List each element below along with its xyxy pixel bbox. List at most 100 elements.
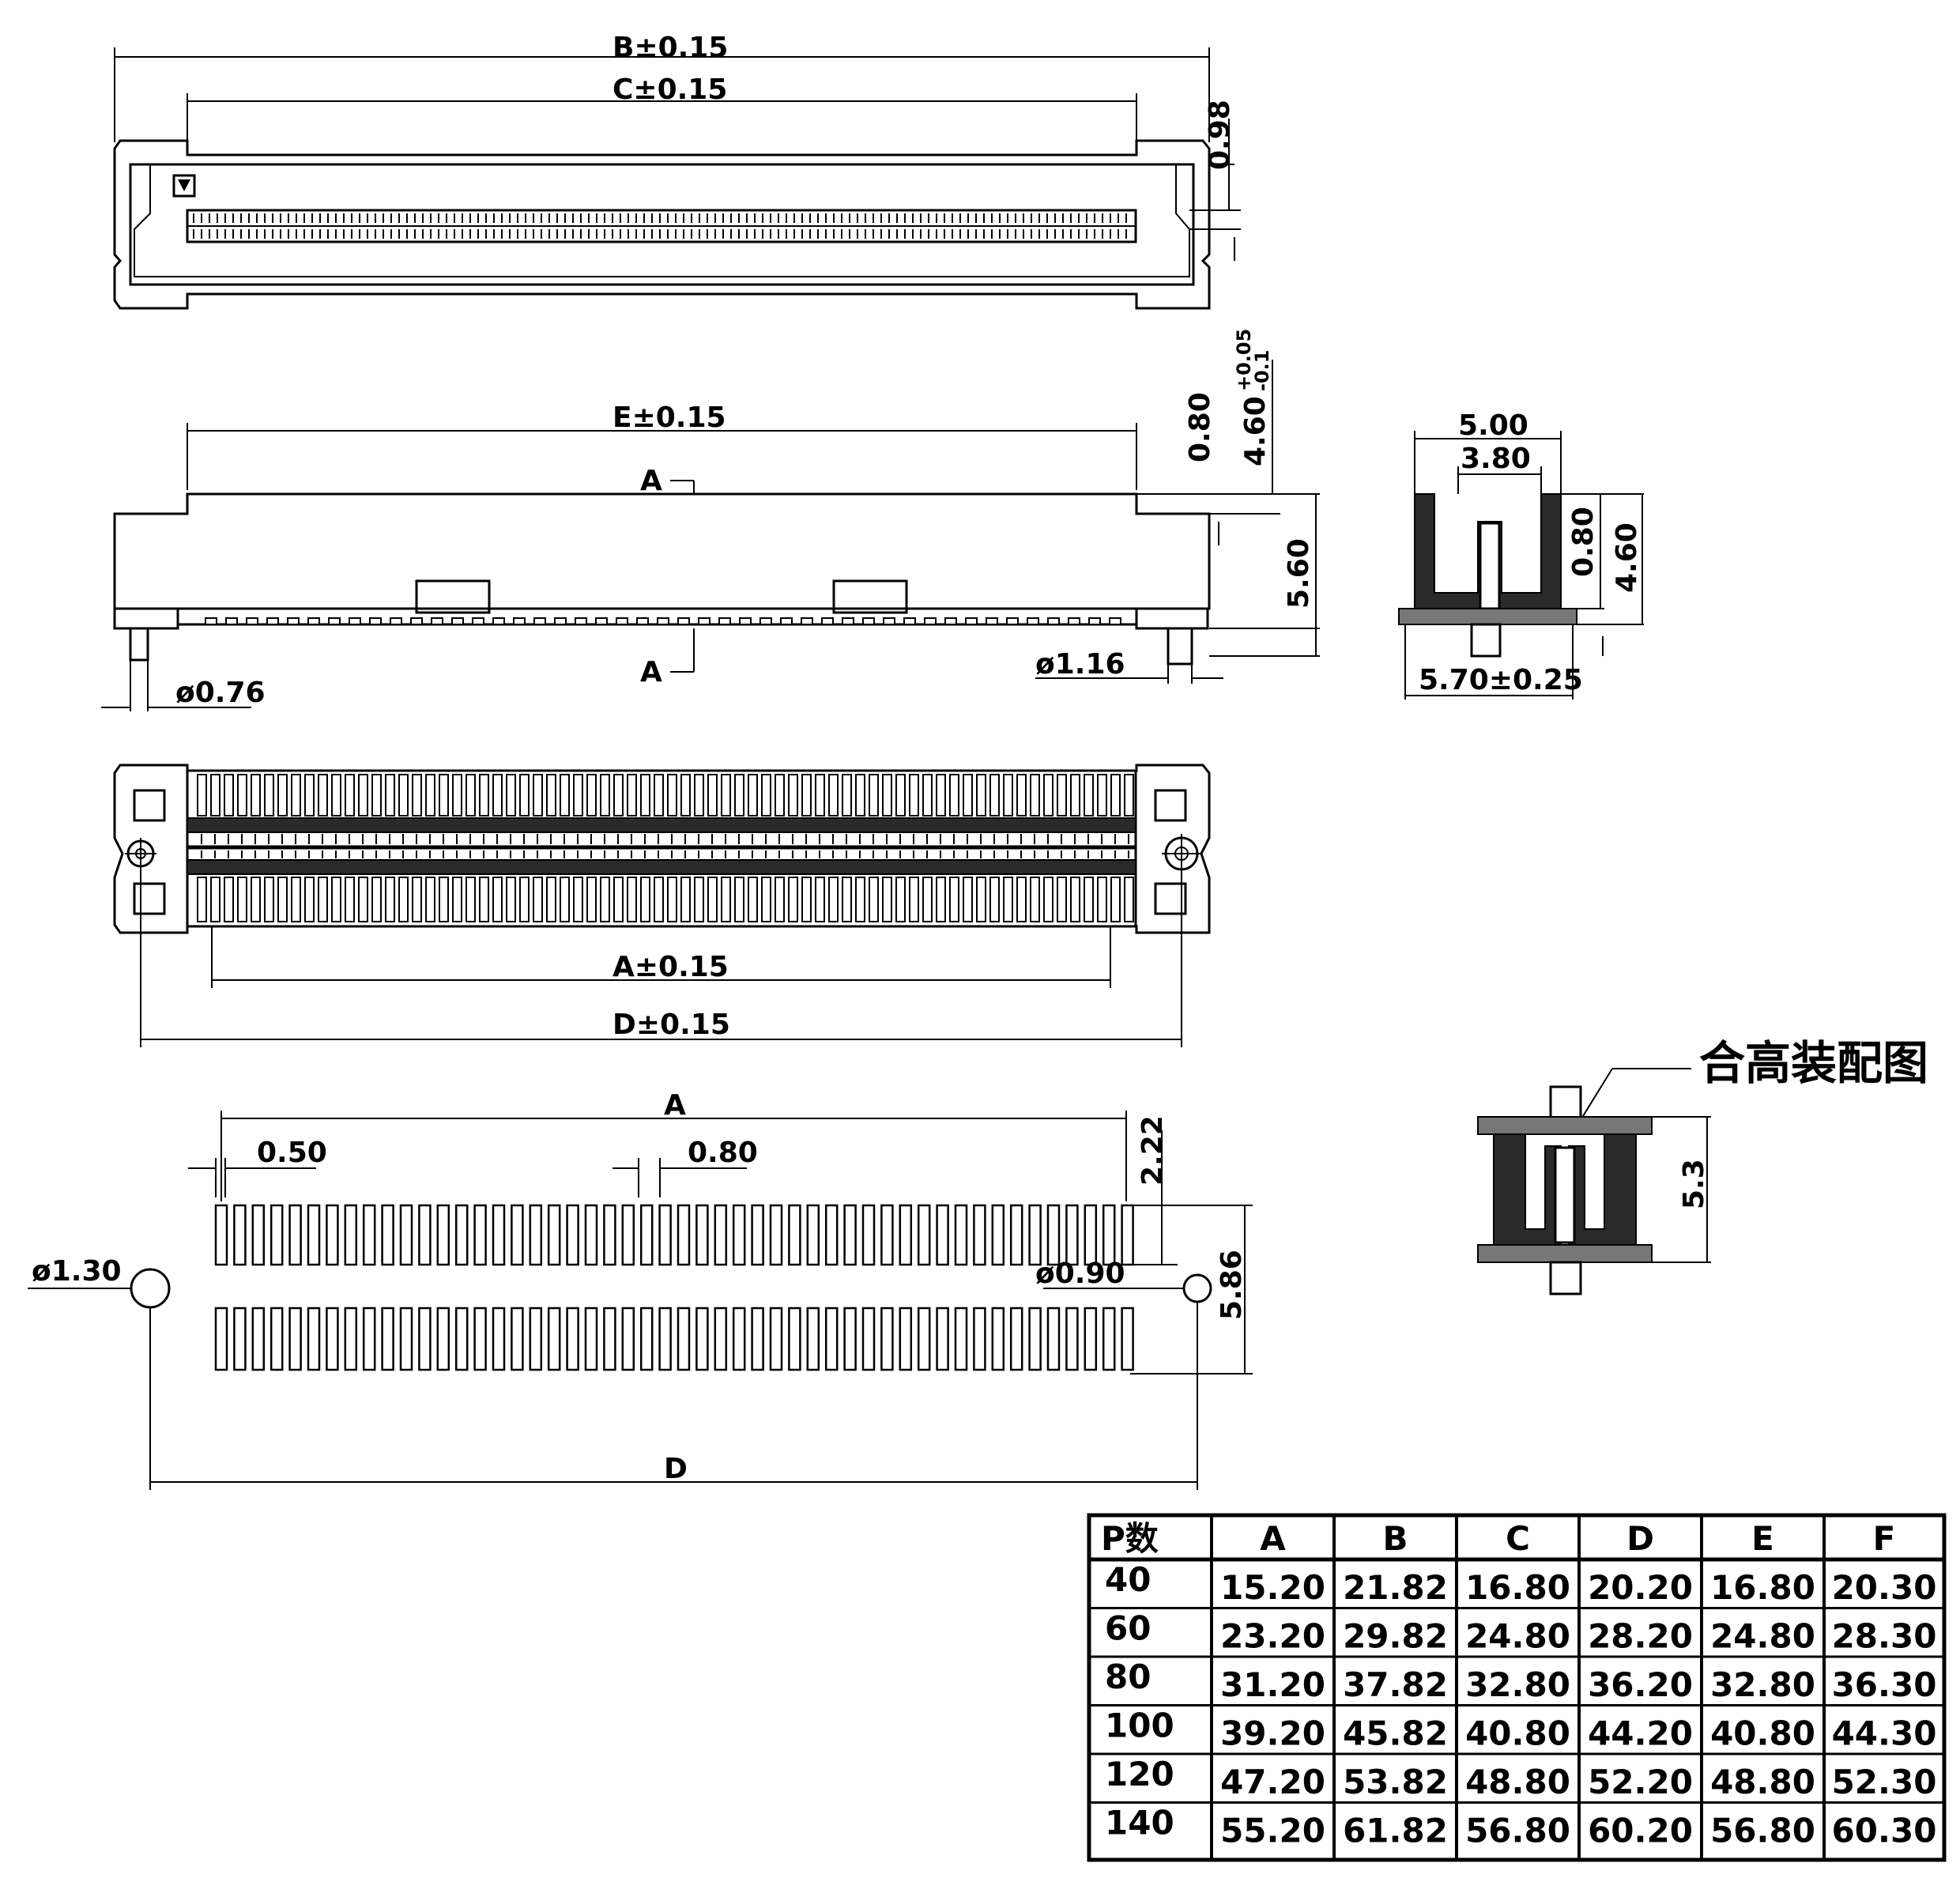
terminal [613,877,624,922]
terminal [1030,877,1040,922]
terminal [828,774,839,816]
terminal-tab [842,617,854,625]
terminal [842,877,852,922]
terminal-tab [698,617,710,625]
pad [566,1307,579,1371]
pad [843,1307,857,1371]
terminal [546,877,556,922]
pad [677,1307,691,1371]
pad [1028,1204,1042,1266]
side-dim-460: 4.60 [1239,396,1272,466]
contact-row-pattern [193,213,1127,239]
table-header-cell: E [1751,1519,1774,1558]
pad [381,1204,394,1266]
table-cell: 20.20 [1588,1568,1693,1607]
terminal [627,877,637,922]
terminal [613,774,624,816]
terminal [976,774,986,816]
terminal [264,774,274,816]
pad [621,1307,635,1371]
terminal [331,877,341,922]
terminal [1003,774,1013,816]
pad [473,1307,487,1371]
table-header-cell: D [1626,1519,1654,1558]
bottom-view: A±0.15 D±0.15 [113,764,1211,1047]
pad [418,1204,432,1266]
pad [1009,1307,1023,1371]
pad [991,1204,1005,1266]
pad [418,1307,432,1371]
terminal [237,877,247,922]
pad [454,1307,469,1371]
pad [288,1204,302,1266]
table-cell: 52.30 [1832,1763,1937,1801]
terminal [654,877,664,922]
terminal [398,774,409,816]
terminal [1110,774,1121,816]
terminal-row-pattern [205,617,1121,625]
terminal-tab [472,617,484,625]
table-cell: 60.20 [1588,1812,1693,1850]
pad [233,1204,247,1266]
pad [529,1204,543,1266]
footprint-dim-050: 0.50 [257,1137,327,1169]
terminal-tab [390,617,402,625]
pad [307,1204,321,1266]
terminal-tab [657,617,669,625]
terminal [1070,877,1080,922]
pad [899,1204,913,1266]
pad [677,1204,691,1266]
terminal [1097,774,1107,816]
pad-row-top [214,1204,1134,1266]
table-cell: 48.80 [1465,1763,1570,1801]
pad [1046,1204,1061,1266]
terminal [694,774,704,816]
terminal [667,774,677,816]
table-cell: 24.80 [1465,1617,1570,1656]
terminal [1016,774,1027,816]
terminal [479,774,489,816]
terminal [895,877,906,922]
terminal [358,877,368,922]
pad [399,1307,413,1371]
pad [566,1204,579,1266]
terminal [210,877,220,922]
pad [1065,1307,1079,1371]
terminal [385,877,395,922]
terminal-tab [205,617,217,625]
pad [806,1204,820,1266]
table-cell: 20.30 [1832,1568,1937,1607]
table-cell: 56.80 [1710,1812,1815,1850]
terminal [801,877,812,922]
terminal [412,877,422,922]
pad [584,1307,598,1371]
terminal-tab [903,617,916,625]
dim-e-label: E±0.15 [612,402,726,434]
terminal-tab [924,617,937,625]
bottom-dim-d: D±0.15 [612,1009,730,1041]
pad [769,1204,783,1266]
pad [326,1307,339,1371]
terminal [1070,774,1080,816]
footprint-dim-d: D [664,1453,688,1485]
table-cell: 45.82 [1343,1714,1448,1753]
terminal [345,877,355,922]
terminal [707,774,718,816]
end-dim-570: 5.70±0.25 [1419,664,1583,696]
pad [658,1204,672,1266]
end-dim-380: 3.80 [1461,443,1531,475]
pad [899,1307,913,1371]
pad [529,1307,543,1371]
terminal [586,774,597,816]
pad [1046,1307,1061,1371]
pad [381,1307,394,1371]
dim-098-label: 0.98 [1204,100,1236,170]
table-cell: 40.80 [1465,1714,1570,1753]
terminal [586,877,597,922]
terminal [573,877,583,922]
terminal [506,774,516,816]
table-cell: 80 [1105,1657,1151,1696]
pad [344,1307,358,1371]
pad [973,1307,986,1371]
